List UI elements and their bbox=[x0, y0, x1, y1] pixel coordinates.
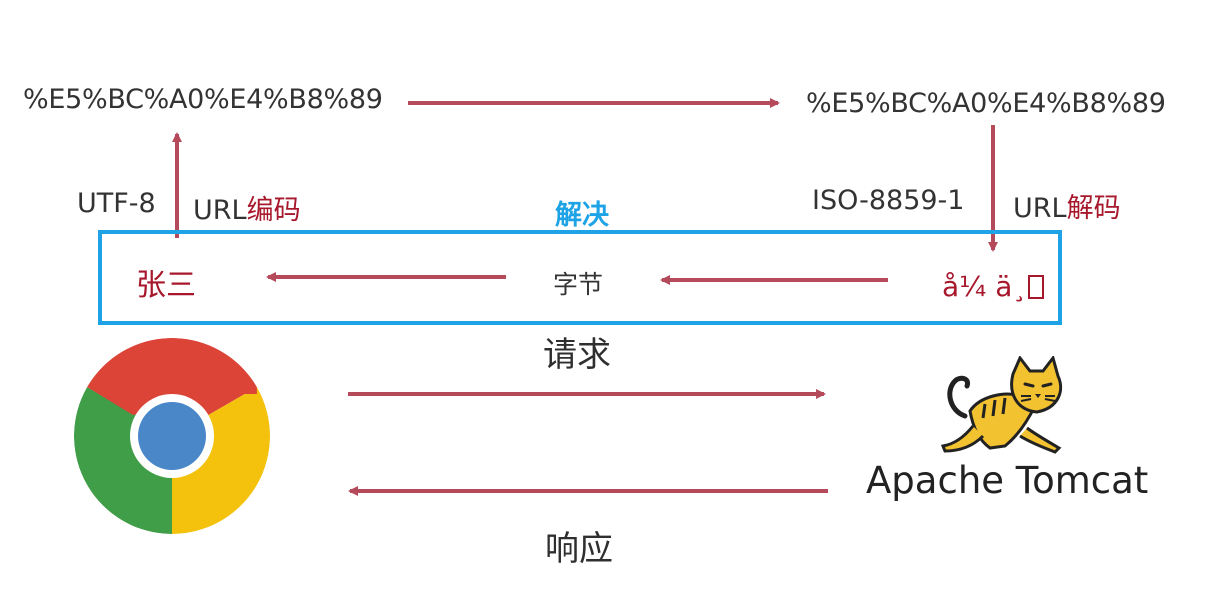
encoded-text-right: %E5%BC%A0%E4%B8%89 bbox=[806, 88, 1166, 119]
solve-label: 解决 bbox=[555, 200, 609, 231]
original-name-text: 张三 bbox=[136, 268, 196, 303]
chrome-browser-icon bbox=[74, 338, 270, 534]
url-encode-prefix: URL bbox=[193, 195, 247, 226]
garbled-text-value: å¼ ä¸ bbox=[942, 270, 1027, 303]
url-encode-label: URL编码 bbox=[193, 188, 301, 227]
url-decode-prefix: URL bbox=[1013, 193, 1067, 224]
missing-glyph-box-icon bbox=[1028, 275, 1045, 299]
request-label: 请求 bbox=[543, 335, 611, 375]
server-label: Apache Tomcat bbox=[866, 459, 1149, 502]
url-decode-suffix: 解码 bbox=[1066, 193, 1121, 224]
charset-label-left: UTF-8 bbox=[77, 188, 156, 219]
response-label: 响应 bbox=[545, 529, 613, 569]
tomcat-cat-icon bbox=[940, 356, 1063, 454]
url-decode-label: URL解码 bbox=[1013, 186, 1121, 225]
encoded-text-left: %E5%BC%A0%E4%B8%89 bbox=[23, 84, 383, 115]
bytes-label: 字节 bbox=[553, 270, 604, 299]
solution-highlight-box bbox=[98, 230, 1062, 325]
charset-label-right: ISO-8859-1 bbox=[812, 185, 965, 216]
url-encode-suffix: 编码 bbox=[246, 195, 301, 226]
garbled-text: å¼ ä¸ bbox=[942, 270, 1045, 303]
